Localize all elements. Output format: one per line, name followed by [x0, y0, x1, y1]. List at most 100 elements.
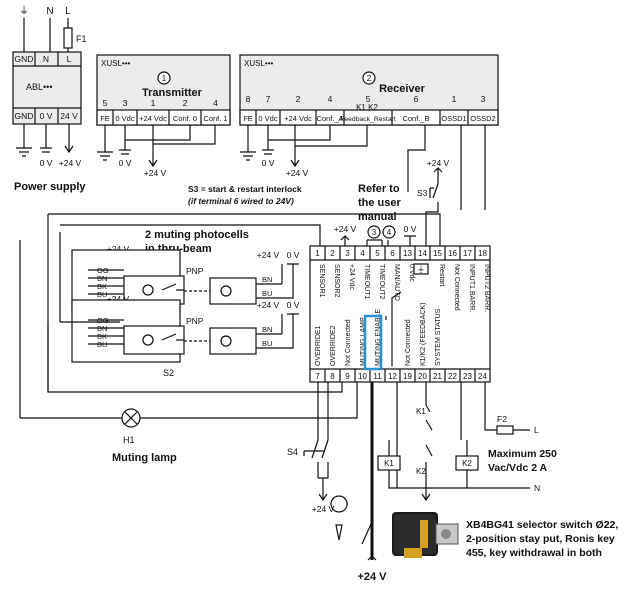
module-0v-label: 0 V: [404, 224, 417, 234]
module-24v-label: +24 V: [334, 224, 357, 234]
sensor-outer-loop: [47, 213, 441, 393]
s4-supply: +24 V: [312, 504, 335, 514]
muting-sensors: +24 VOGBNBKBUPNPS1BNBU+24 V0 V+24 VOGBNB…: [71, 244, 300, 378]
module-body: [309, 245, 491, 383]
module-top-terminal-label: Restart: [438, 264, 445, 287]
transmitter-terminal-number: 2: [183, 98, 188, 108]
module-bottom-terminal-label: MUTING ENABLE: [375, 308, 382, 366]
abl-model: ABL•••: [26, 82, 52, 92]
fuse-f1-label: F1: [76, 34, 87, 44]
sensor-supply-label: +24 V: [107, 294, 130, 304]
receiver-fe-ground: [240, 125, 256, 161]
relay-k2-coil-label: K2: [462, 459, 472, 468]
module-top-terminal-label: INPUT1 BARR.: [468, 264, 475, 312]
s4-label: S4: [287, 447, 298, 457]
module-top-terminal-label: +24 Vdc: [348, 264, 355, 290]
module-bottom-terminal-number: 12: [388, 372, 397, 381]
receiver-24v-out: +24 V: [286, 168, 309, 178]
transmitter-fe-ground: [97, 125, 113, 161]
transmitter-terminal-cell: FE: [100, 114, 110, 123]
module-top-terminal-number: 16: [448, 249, 457, 258]
circle-4: 4: [387, 228, 392, 237]
receiver-title: Receiver: [379, 83, 426, 95]
module-top-terminal-number: 1: [315, 249, 320, 258]
module-bottom-terminal-number: 24: [478, 372, 487, 381]
transmitter-index-circle: [157, 71, 171, 85]
transmitter-terminal-number: 1: [151, 98, 156, 108]
receiver-ossd-wires: [407, 125, 486, 210]
sensor-emitter-icon: [220, 335, 232, 347]
lamp-caption: Muting lamp: [112, 452, 177, 464]
receiver-index: 2: [367, 74, 372, 83]
abl-0v-symbol: [40, 124, 52, 153]
selector-photo: [392, 512, 459, 558]
module-bottom-terminal-label: Not Connected: [345, 319, 352, 366]
module-internal-links: [385, 291, 402, 366]
relay-max-line1: Maximum 250: [488, 448, 557, 460]
module-top-terminal-label: 0 Vdc: [408, 264, 415, 282]
photocells-line1: 2 muting photocells: [145, 229, 249, 241]
sensor-emitter-supply: +24 V: [257, 250, 280, 260]
transmitter-24v-wiring: [148, 125, 216, 168]
s4-switch-symbol: [303, 382, 329, 502]
sensor-supply-label: +24 V: [107, 244, 130, 254]
receiver-terminal-cell: OSSD2: [470, 114, 495, 123]
module-earth-cell: [413, 263, 429, 275]
relay-k1-contact: K1: [416, 407, 426, 416]
module-circled-numbers: 3 4: [366, 225, 396, 246]
restart-24v-arrow: [433, 167, 443, 176]
receiver-0v-wiring: [262, 125, 331, 155]
sensor-receiver-icon: [142, 284, 154, 296]
transmitter-terminal-cell: Conf. 0: [173, 114, 197, 123]
receiver-terminal-cell: OSSD1: [441, 114, 466, 123]
transmitter-terminal-number: 3: [123, 98, 128, 108]
receiver-terminal-cell: 0 Vdc: [258, 114, 277, 123]
module-terminal-grid: 17SENSOR1OVERRIDE128SENSOR2OVERRIDE239+2…: [315, 246, 490, 382]
receiver-model: XUSL•••: [244, 59, 274, 68]
module-24v-arrow: [340, 235, 350, 246]
module-bottom-terminal-label: SYSTEM STATUS: [435, 308, 442, 366]
abl-24v-out: +24 V: [59, 158, 82, 168]
transmitter-terminal-numbers: 5 3 1 2 4: [103, 98, 219, 108]
receiver-terminal-cell: Feedback_Restart: [340, 116, 396, 123]
sensor-emitter-wire-label: BU: [262, 289, 272, 298]
module-bottom-terminal-number: 21: [433, 372, 442, 381]
module-0v-symbol: [404, 235, 416, 246]
sensor-contact-icon: [161, 283, 184, 291]
abl-0v-out: 0 V: [40, 158, 53, 168]
transmitter-terminal-number: 5: [103, 98, 108, 108]
relay-output-wires: [460, 382, 530, 440]
abl-cell-n: N: [43, 54, 49, 64]
module-top-terminal-number: 14: [418, 249, 427, 258]
sensor-contact-icon: [161, 333, 184, 341]
transmitter-terminal-number: 4: [213, 98, 218, 108]
receiver-terminal-cell: Conf._A: [316, 114, 343, 123]
abl-cell-0v: 0 V: [40, 111, 53, 121]
module-bottom-terminal-number: 22: [448, 372, 457, 381]
lamp-cross: [124, 411, 138, 425]
sensor-emitter-wire-label: BN: [262, 275, 272, 284]
n-label: N: [46, 6, 53, 17]
fuse-f2: [496, 425, 514, 435]
module-top-terminal-number: 17: [463, 249, 472, 258]
transmitter-terminal-cell: 0 Vdc: [115, 114, 134, 123]
receiver-terminal-cell: +24 Vdc: [284, 114, 312, 123]
transmitter-24v-out: +24 V: [144, 168, 167, 178]
receiver-terminal-row: [239, 109, 499, 126]
relay-coil-wires: [388, 440, 530, 489]
sensor1-to-module: [59, 224, 321, 323]
receiver-terminal-number: 3: [481, 94, 486, 104]
module-top-terminal-number: 3: [345, 249, 350, 258]
module-bottom-terminal-number: 9: [345, 372, 350, 381]
transmitter-terminal-cell: +24 Vdc: [139, 114, 167, 123]
abl-24v-arrow: [64, 124, 74, 154]
sensor-emitter-wire-label: BN: [262, 325, 272, 334]
power-supply-caption: Power supply: [14, 181, 86, 193]
module-bottom-terminal-number: 8: [330, 372, 335, 381]
power-supply: ⏚ N L F1 GND N L ABL••• GND 0 V 24 V 0 V…: [12, 5, 87, 193]
